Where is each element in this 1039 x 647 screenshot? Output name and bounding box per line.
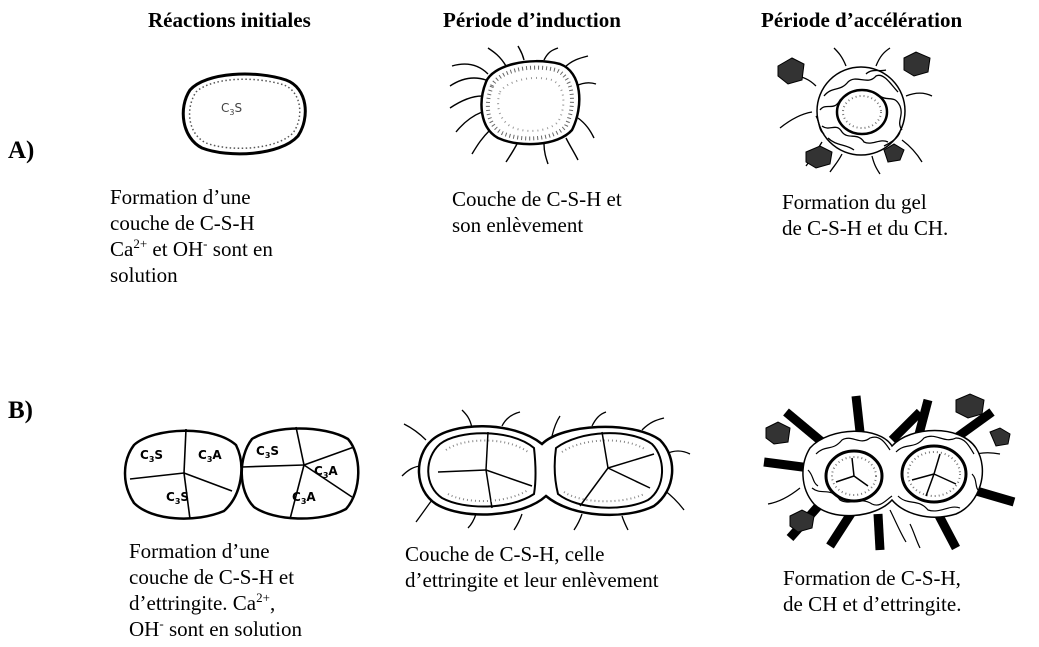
caption-b1-line4: OH- sont en solution — [129, 616, 302, 642]
caption-a1-line1: Formation d’une — [110, 184, 273, 210]
caption-a1-line3: Ca2+ et OH- sont en — [110, 236, 273, 262]
caption-a1-end: sont en — [208, 237, 273, 261]
header-initial-reactions: Réactions initiales — [148, 8, 311, 33]
caption-b3-line1: Formation de C-S-H, — [783, 565, 961, 591]
caption-a3-line2: de C-S-H et du CH. — [782, 215, 948, 241]
caption-a1-ca: Ca — [110, 237, 133, 261]
header-induction-period: Période d’induction — [443, 8, 621, 33]
header-acceleration-period: Période d’accélération — [761, 8, 962, 33]
caption-a1-oh: et OH — [147, 237, 203, 261]
caption-b1-line3-start: d’ettringite. Ca — [129, 591, 256, 615]
a2-csh-layer-drawing — [448, 46, 598, 166]
caption-b2-line1: Couche de C-S-H, celle — [405, 541, 659, 567]
caption-a2: Couche de C-S-H et son enlèvement — [452, 186, 622, 238]
caption-a3: Formation du gel de C-S-H et du CH. — [782, 189, 948, 241]
caption-b1-line3-end: , — [270, 591, 275, 615]
caption-b1-ca-sup: 2+ — [256, 590, 270, 605]
caption-a1: Formation d’une couche de C-S-H Ca2+ et … — [110, 184, 273, 288]
caption-b3: Formation de C-S-H, de CH et d’ettringit… — [783, 565, 961, 617]
caption-a1-line4: solution — [110, 262, 273, 288]
b1-grains-drawing: C3S C3A C3S C3S C3A C3A — [124, 425, 364, 523]
caption-b1-oh: OH — [129, 617, 159, 641]
a3-csh-gel-ch-drawing — [776, 46, 936, 176]
a1-c3s-particle-drawing: C3S — [176, 68, 316, 158]
caption-b3-line2: de CH et d’ettringite. — [783, 591, 961, 617]
caption-a1-line2: couche de C-S-H — [110, 210, 273, 236]
caption-b1: Formation d’une couche de C-S-H et d’ett… — [129, 538, 302, 642]
caption-a1-ca-sup: 2+ — [133, 236, 147, 251]
b2-coated-grains-drawing — [402, 410, 692, 530]
caption-b1-line3: d’ettringite. Ca2+, — [129, 590, 302, 616]
caption-a2-line2: son enlèvement — [452, 212, 622, 238]
caption-a3-line1: Formation du gel — [782, 189, 948, 215]
caption-b1-line1: Formation d’une — [129, 538, 302, 564]
caption-a2-line1: Couche de C-S-H et — [452, 186, 622, 212]
row-label-a: A) — [8, 137, 34, 165]
row-label-b: B) — [8, 397, 33, 425]
caption-b2-line2: d’ettringite et leur enlèvement — [405, 567, 659, 593]
caption-b1-line2: couche de C-S-H et — [129, 564, 302, 590]
caption-b2: Couche de C-S-H, celle d’ettringite et l… — [405, 541, 659, 593]
b3-hydrated-grains-drawing — [760, 392, 1020, 552]
caption-b1-line4-end: sont en solution — [164, 617, 302, 641]
